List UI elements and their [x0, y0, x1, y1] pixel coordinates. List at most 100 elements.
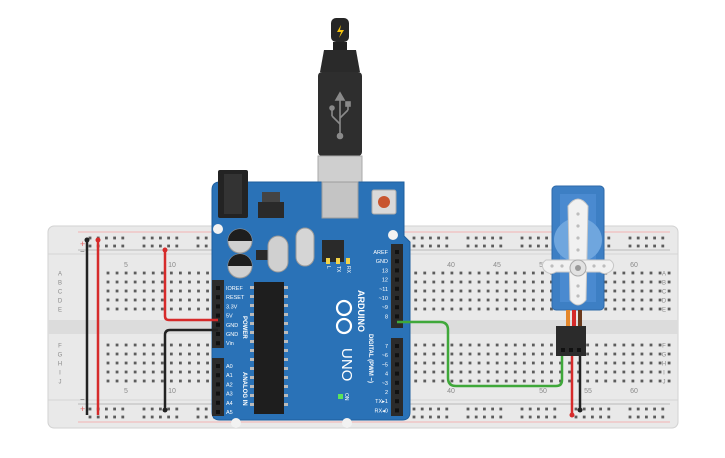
breadboard-hole[interactable] — [142, 343, 146, 347]
breadboard-rail-hole[interactable] — [491, 244, 494, 248]
breadboard-rail-hole[interactable] — [204, 407, 208, 411]
breadboard-hole[interactable] — [631, 379, 635, 383]
breadboard-hole[interactable] — [206, 361, 209, 365]
breadboard-rail-hole[interactable] — [420, 236, 424, 240]
breadboard-hole[interactable] — [513, 289, 517, 293]
breadboard-hole[interactable] — [495, 298, 499, 302]
breadboard-rail-hole[interactable] — [645, 415, 648, 419]
breadboard-hole[interactable] — [151, 343, 155, 347]
breadboard-hole[interactable] — [115, 307, 119, 311]
breadboard-hole[interactable] — [522, 343, 526, 347]
breadboard-rail-hole[interactable] — [499, 244, 503, 248]
breadboard-hole[interactable] — [477, 352, 481, 356]
breadboard-hole[interactable] — [640, 298, 644, 302]
breadboard-hole[interactable] — [531, 307, 535, 311]
breadboard-rail-hole[interactable] — [574, 407, 578, 411]
breadboard-hole[interactable] — [450, 289, 454, 293]
breadboard-hole[interactable] — [486, 271, 490, 275]
breadboard-hole[interactable] — [423, 352, 427, 356]
breadboard-hole[interactable] — [133, 298, 137, 302]
breadboard-hole[interactable] — [115, 280, 119, 284]
breadboard-hole[interactable] — [622, 280, 626, 284]
breadboard-hole[interactable] — [531, 280, 535, 284]
breadboard-hole[interactable] — [522, 271, 526, 275]
breadboard-hole[interactable] — [179, 352, 182, 356]
breadboard-hole[interactable] — [197, 280, 200, 284]
breadboard-hole[interactable] — [586, 343, 590, 347]
breadboard-hole[interactable] — [423, 361, 427, 365]
breadboard-hole[interactable] — [477, 361, 481, 365]
breadboard-hole[interactable] — [160, 343, 164, 347]
breadboard-hole[interactable] — [522, 352, 526, 356]
breadboard-hole[interactable] — [459, 298, 463, 302]
breadboard-hole[interactable] — [631, 307, 635, 311]
breadboard-hole[interactable] — [450, 370, 454, 374]
breadboard-hole[interactable] — [631, 370, 635, 374]
header-pin-socket[interactable] — [395, 408, 399, 413]
breadboard-rail-hole[interactable] — [607, 236, 611, 240]
breadboard-hole[interactable] — [495, 307, 499, 311]
breadboard-hole[interactable] — [667, 370, 671, 374]
breadboard-hole[interactable] — [640, 370, 644, 374]
breadboard-hole[interactable] — [604, 280, 608, 284]
breadboard-hole[interactable] — [622, 307, 626, 311]
breadboard-hole[interactable] — [658, 298, 662, 302]
breadboard-rail-hole[interactable] — [88, 407, 92, 411]
breadboard-rail-hole[interactable] — [204, 244, 208, 248]
breadboard-hole[interactable] — [640, 352, 644, 356]
breadboard-rail-hole[interactable] — [175, 236, 179, 240]
breadboard-hole[interactable] — [531, 343, 535, 347]
breadboard-hole[interactable] — [604, 307, 608, 311]
breadboard-rail-hole[interactable] — [105, 236, 108, 240]
breadboard-hole[interactable] — [568, 370, 571, 374]
breadboard-rail-hole[interactable] — [582, 407, 586, 411]
header-pin-socket[interactable] — [395, 277, 399, 282]
breadboard-rail-hole[interactable] — [483, 244, 486, 248]
breadboard-rail-hole[interactable] — [167, 236, 170, 240]
breadboard-hole[interactable] — [441, 298, 445, 302]
breadboard-hole[interactable] — [631, 352, 635, 356]
breadboard-hole[interactable] — [640, 343, 644, 347]
breadboard-hole[interactable] — [124, 289, 128, 293]
breadboard-hole[interactable] — [640, 361, 644, 365]
breadboard-hole[interactable] — [586, 379, 590, 383]
breadboard-hole[interactable] — [550, 370, 553, 374]
breadboard-hole[interactable] — [513, 352, 517, 356]
wire-signal-green[interactable] — [397, 320, 564, 388]
breadboard-hole[interactable] — [595, 370, 599, 374]
breadboard-hole[interactable] — [649, 307, 653, 311]
breadboard-hole[interactable] — [133, 361, 137, 365]
breadboard-rail-hole[interactable] — [437, 244, 440, 248]
breadboard-hole[interactable] — [179, 370, 182, 374]
breadboard-hole[interactable] — [151, 379, 155, 383]
breadboard-hole[interactable] — [468, 280, 472, 284]
breadboard-hole[interactable] — [441, 370, 445, 374]
breadboard-hole[interactable] — [197, 379, 200, 383]
breadboard-rail-hole[interactable] — [412, 236, 416, 240]
breadboard-hole[interactable] — [441, 280, 445, 284]
breadboard-hole[interactable] — [142, 307, 146, 311]
breadboard-hole[interactable] — [206, 298, 209, 302]
header-pin-socket[interactable] — [216, 332, 220, 336]
breadboard-rail-hole[interactable] — [412, 415, 416, 419]
breadboard-rail-hole[interactable] — [491, 236, 494, 240]
breadboard-hole[interactable] — [414, 343, 418, 347]
breadboard-hole[interactable] — [169, 307, 173, 311]
breadboard-hole[interactable] — [531, 361, 535, 365]
breadboard-rail-hole[interactable] — [466, 415, 470, 419]
wires[interactable] — [84, 237, 583, 418]
breadboard-hole[interactable] — [468, 379, 472, 383]
breadboard-hole[interactable] — [179, 307, 182, 311]
breadboard-rail-hole[interactable] — [653, 236, 656, 240]
header-pin-socket[interactable] — [216, 382, 220, 387]
breadboard-hole[interactable] — [622, 289, 626, 293]
breadboard-hole[interactable] — [432, 289, 436, 293]
breadboard-hole[interactable] — [106, 352, 110, 356]
breadboard-hole[interactable] — [568, 361, 571, 365]
breadboard-hole[interactable] — [477, 271, 481, 275]
breadboard-hole[interactable] — [522, 379, 526, 383]
wire-gnd-black[interactable] — [163, 328, 218, 410]
breadboard-rail-hole[interactable] — [121, 415, 125, 419]
breadboard-hole[interactable] — [622, 379, 626, 383]
header-pin-socket[interactable] — [395, 250, 399, 254]
